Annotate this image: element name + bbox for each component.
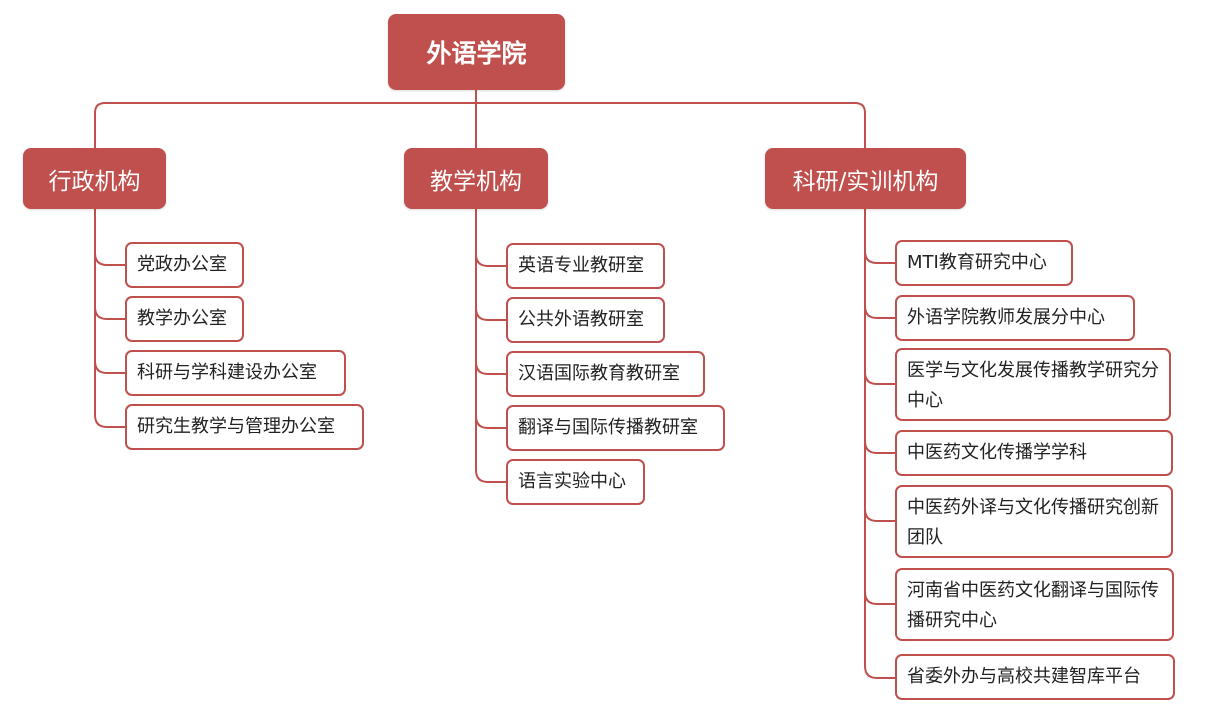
branch-1-item-1-label: 党政办公室 [137, 254, 227, 275]
branch-1-item-3[interactable]: 科研与学科建设办公室 [125, 350, 346, 396]
connector-branch-2-item-3 [475, 361, 506, 375]
root-node[interactable]: 外语学院 [388, 14, 565, 90]
branch-1-item-2[interactable]: 教学办公室 [125, 296, 244, 342]
branch-2-item-2-label: 公共外语教研室 [518, 309, 644, 330]
connector-branch-2-item-1 [475, 253, 506, 267]
branch-3-item-4[interactable]: 中医药文化传播学学科 [895, 430, 1173, 476]
connector-branch-1-item-3 [94, 360, 125, 374]
branch-1-item-4-label: 研究生教学与管理办公室 [137, 416, 335, 437]
connector-branch-1-item-4 [94, 414, 125, 428]
connector-branch-1-item-1 [94, 252, 125, 266]
branch-2-item-2[interactable]: 公共外语教研室 [506, 297, 665, 343]
connector-branch-2-item-2 [475, 307, 506, 321]
branch-2-item-3-label: 汉语国际教育教研室 [518, 363, 680, 384]
connector-branch-3-item-5 [864, 508, 895, 522]
branch-3-item-6-label: 河南省中医药文化翻译与国际传播研究中心 [907, 580, 1159, 631]
branch-3-item-4-label: 中医药文化传播学学科 [907, 442, 1087, 463]
branch-3-item-7-label: 省委外办与高校共建智库平台 [907, 666, 1141, 687]
connector-branch-3-item-3 [864, 371, 895, 385]
branch-2-item-3[interactable]: 汉语国际教育教研室 [506, 351, 705, 397]
branch-3-label: 科研/实训机构 [792, 168, 939, 195]
branch-3-item-3-label: 医学与文化发展传播教学研究分中心 [907, 360, 1159, 411]
branch-3-item-6[interactable]: 河南省中医药文化翻译与国际传播研究中心 [895, 568, 1174, 641]
connector-branch-3-item-7 [864, 665, 895, 679]
branch-3-item-3[interactable]: 医学与文化发展传播教学研究分中心 [895, 348, 1171, 421]
branch-3-item-5-label: 中医药外译与文化传播研究创新团队 [907, 497, 1159, 548]
branch-2-item-5-label: 语言实验中心 [518, 471, 626, 492]
connector-top-bus [94, 102, 866, 148]
branch-3-item-2-label: 外语学院教师发展分中心 [907, 307, 1105, 328]
branch-2-node[interactable]: 教学机构 [404, 148, 548, 209]
branch-1-item-4[interactable]: 研究生教学与管理办公室 [125, 404, 364, 450]
branch-1-item-1[interactable]: 党政办公室 [125, 242, 244, 288]
branch-1-item-2-label: 教学办公室 [137, 308, 227, 329]
branch-2-item-1[interactable]: 英语专业教研室 [506, 243, 665, 289]
branch-2-item-4-label: 翻译与国际传播教研室 [518, 417, 698, 438]
branch-1-label: 行政机构 [48, 168, 141, 195]
branch-2-item-5[interactable]: 语言实验中心 [506, 459, 645, 505]
root-label: 外语学院 [426, 39, 527, 68]
connector-branch-3-item-2 [864, 305, 895, 319]
branch-2-label: 教学机构 [430, 168, 522, 195]
branch-3-item-1-label: MTI教育研究中心 [907, 252, 1047, 273]
branch-2-item-1-label: 英语专业教研室 [518, 255, 644, 276]
connector-branch-2-item-5 [475, 469, 506, 483]
branch-2-item-4[interactable]: 翻译与国际传播教研室 [506, 405, 725, 451]
connector-branch-1-item-2 [94, 306, 125, 320]
connector-branch-3-item-6 [864, 591, 895, 605]
connector-branch-3-item-1 [864, 250, 895, 264]
connector-branch-2-item-4 [475, 415, 506, 429]
branch-1-item-3-label: 科研与学科建设办公室 [137, 362, 317, 383]
branch-3-item-2[interactable]: 外语学院教师发展分中心 [895, 295, 1135, 341]
branch-3-item-5[interactable]: 中医药外译与文化传播研究创新团队 [895, 485, 1173, 558]
branch-3-item-7[interactable]: 省委外办与高校共建智库平台 [895, 654, 1175, 700]
branch-3-node[interactable]: 科研/实训机构 [765, 148, 966, 209]
connector-branch-3-item-4 [864, 440, 895, 454]
branch-1-node[interactable]: 行政机构 [23, 148, 166, 209]
branch-3-item-1[interactable]: MTI教育研究中心 [895, 240, 1073, 286]
